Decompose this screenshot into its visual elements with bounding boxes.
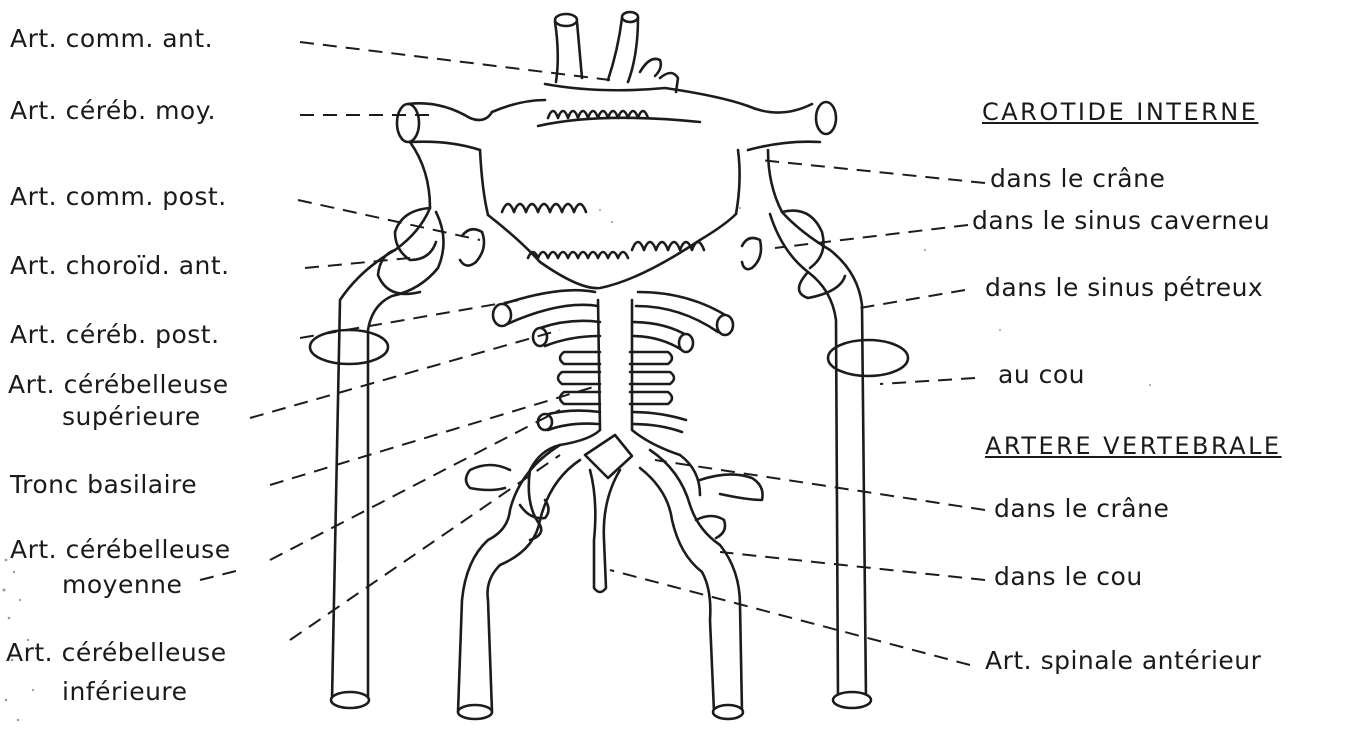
anterior-cerebral-arteries [555,12,678,92]
label-art-cerebelleuse-moy-line2: moyenne [62,572,182,597]
label-art-cerebelleuse-sup-line2: supérieure [62,404,201,429]
label-art-cerebelleuse-inf-line1: Art. cérébelleuse [6,640,227,665]
label-art-comm-ant: Art. comm. ant. [10,26,213,51]
posterior-branches [493,290,733,540]
label-carotide-dans-le-crane: dans le crâne [990,166,1165,191]
header-artere-vertebrale: ARTERE VERTEBRALE [985,434,1282,458]
label-carotide-sinus-caverneux: dans le sinus caverneu [972,208,1270,233]
label-art-cerebelleuse-moy-line1: Art. cérébelleuse [10,537,231,562]
label-carotide-sinus-petreux: dans le sinus pétreux [985,275,1263,300]
circle-of-willis [397,84,836,288]
label-art-cereb-post: Art. céréb. post. [10,322,220,347]
right-leader-lines [610,160,985,665]
label-art-cerebelleuse-inf-line2: inférieure [62,679,188,704]
label-art-spinale-anterieure: Art. spinale antérieur [985,648,1261,673]
label-carotide-au-cou: au cou [998,362,1085,387]
vertebral-arteries [458,435,763,719]
label-tronc-basilaire: Tronc basilaire [10,472,197,497]
label-art-choroid-ant: Art. choroïd. ant. [10,253,230,278]
label-vertebrale-dans-le-crane: dans le crâne [994,496,1169,521]
label-art-comm-post: Art. comm. post. [10,184,227,209]
internal-carotid-arteries [310,142,908,708]
header-carotide-interne: CAROTIDE INTERNE [982,100,1258,124]
label-art-cereb-moy: Art. céréb. moy. [10,98,216,123]
label-art-cerebelleuse-sup-line1: Art. cérébelleuse [8,372,229,397]
label-vertebrale-dans-le-cou: dans le cou [994,564,1143,589]
